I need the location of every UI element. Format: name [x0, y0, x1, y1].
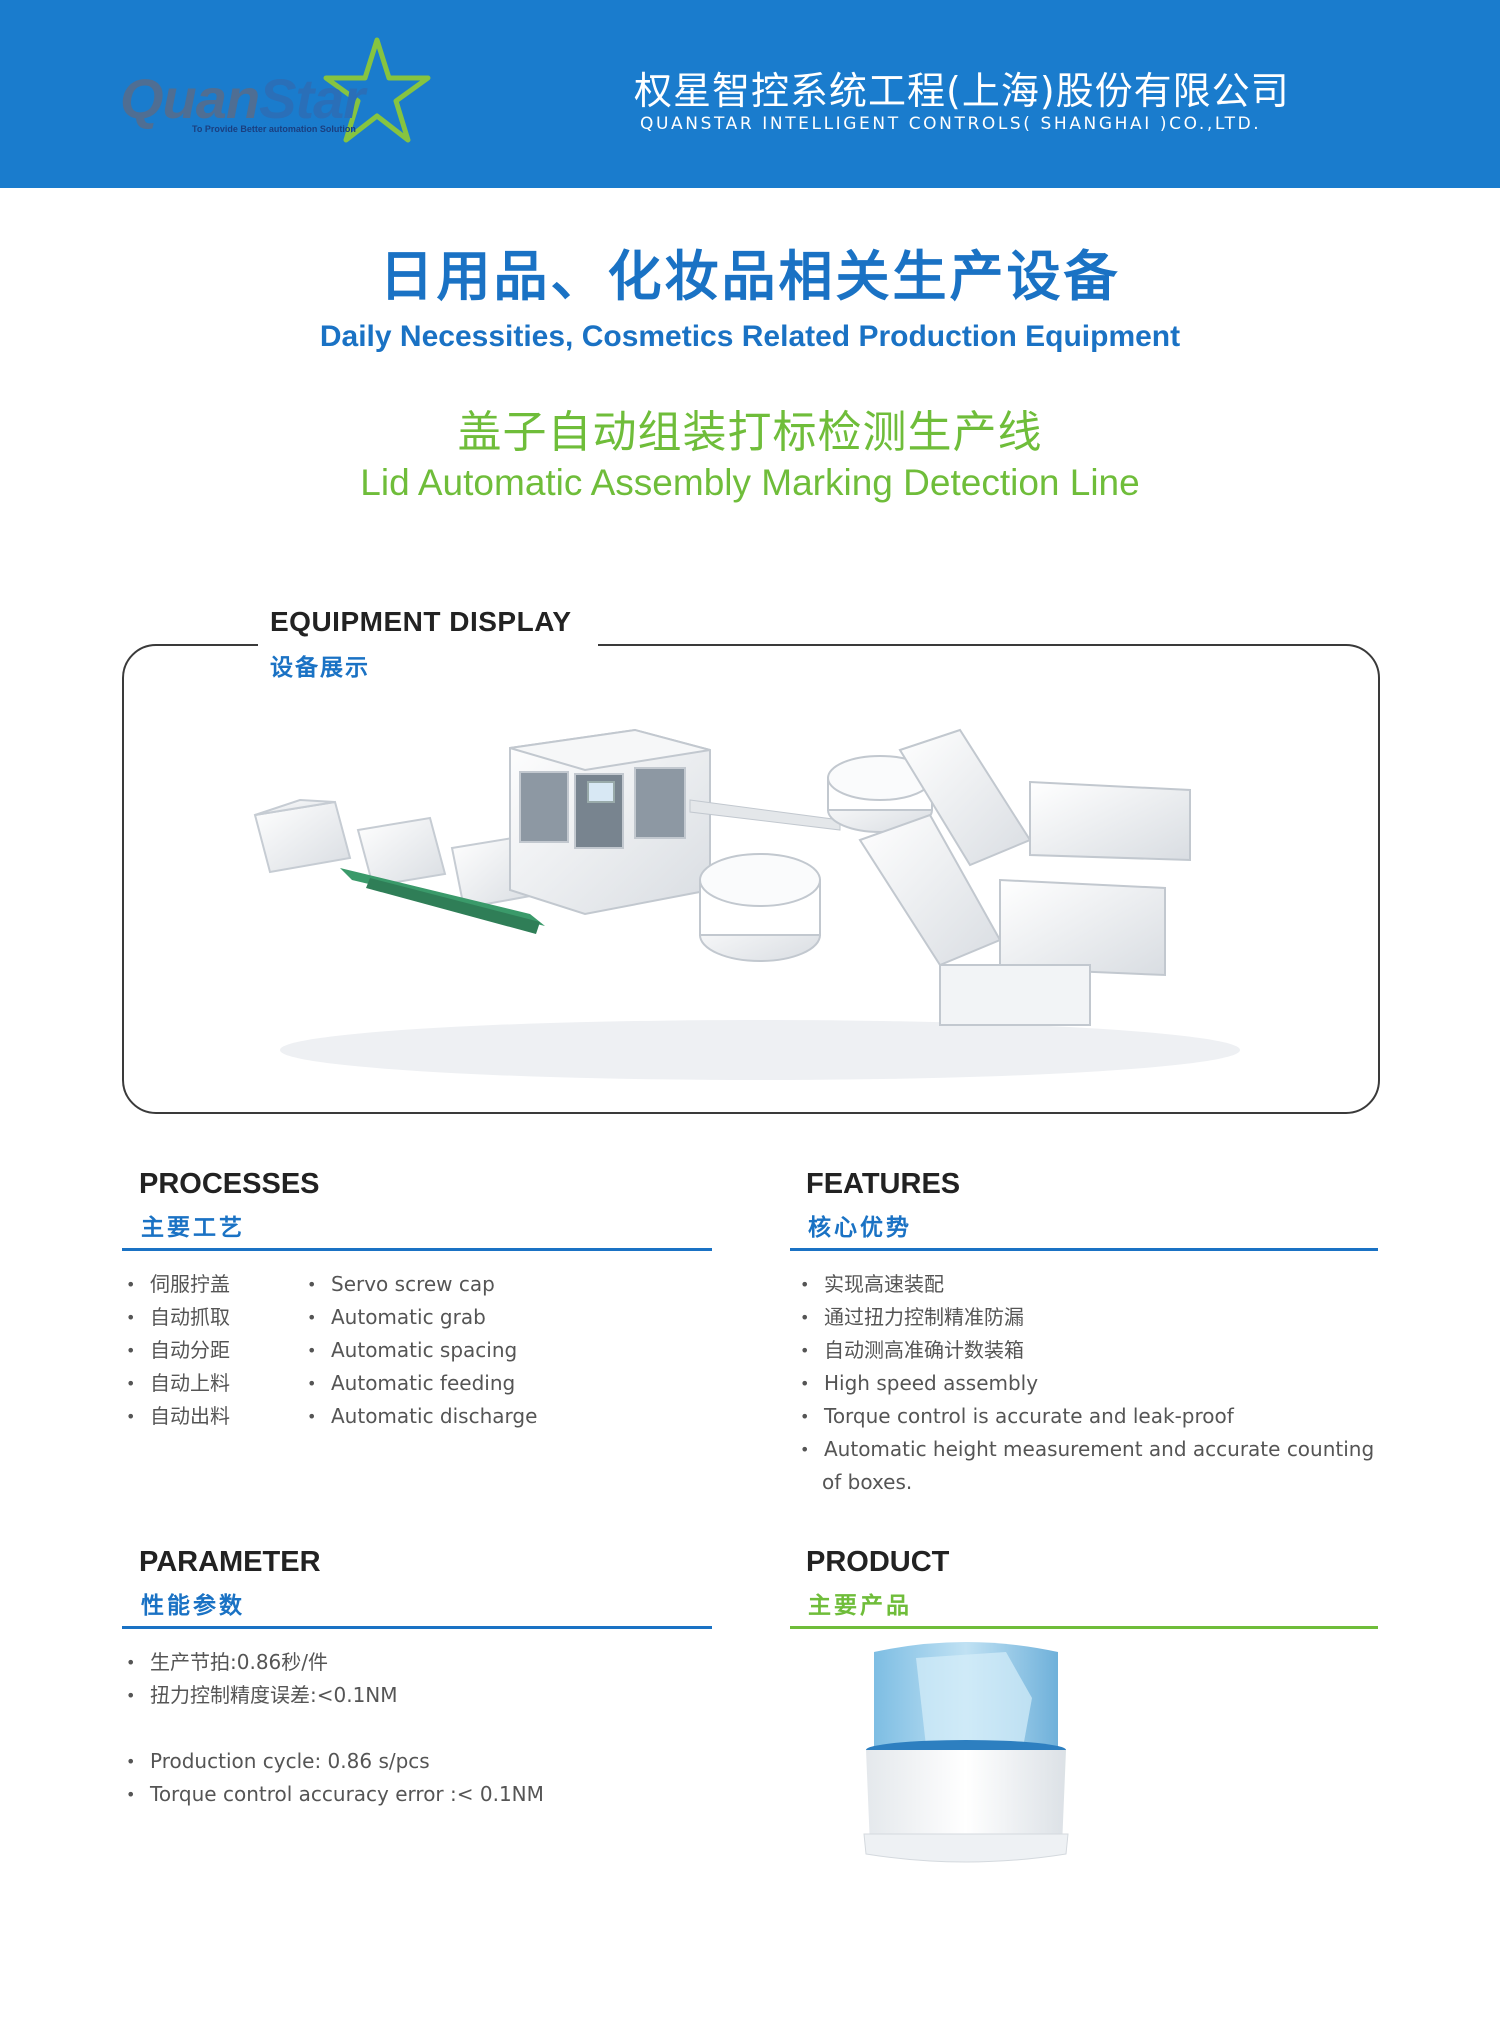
discharge-chute — [858, 728, 1191, 1026]
list-item: 通过扭力控制精准防漏 — [798, 1301, 1374, 1334]
list-item: 生产节拍:0.86秒/件 — [124, 1646, 544, 1679]
list-item: Automatic grab — [305, 1301, 537, 1334]
product-line-title-cn: 盖子自动组装打标检测生产线 — [457, 407, 1043, 458]
parameter-list: 生产节拍:0.86秒/件 扭力控制精度误差:<0.1NM Production … — [124, 1646, 544, 1811]
company-name-cn: 权星智控系统工程(上海)股份有限公司 — [634, 69, 1290, 113]
quanstar-logo: QuanStar To Provide Better automation So… — [112, 36, 432, 146]
equipment-display-title-en: EQUIPMENT DISPLAY — [270, 606, 572, 637]
features-title-en: FEATURES — [806, 1168, 961, 1200]
processes-title-en: PROCESSES — [139, 1168, 320, 1200]
parameter-title-cn: 性能参数 — [141, 1593, 245, 1619]
list-item: Automatic spacing — [305, 1334, 537, 1367]
list-item: 实现高速装配 — [798, 1268, 1374, 1301]
list-item: 自动抓取 — [124, 1301, 230, 1334]
list-item: 自动上料 — [124, 1367, 230, 1400]
processes-list-en: Servo screw cap Automatic grab Automatic… — [305, 1268, 537, 1433]
rotary-table — [699, 755, 933, 962]
list-item: 自动测高准确计数装箱 — [798, 1334, 1374, 1367]
processes-title-cn: 主要工艺 — [141, 1215, 245, 1241]
list-item: Servo screw cap — [305, 1268, 537, 1301]
company-name-en: QUANSTAR INTELLIGENT CONTROLS( SHANGHAI … — [640, 114, 1262, 134]
page-title-cn: 日用品、化妆品相关生产设备 — [379, 244, 1121, 308]
assembly-cabinet — [509, 728, 711, 916]
product-title-en: PRODUCT — [806, 1546, 950, 1578]
logo-star: Star — [259, 67, 365, 130]
list-item: High speed assembly — [798, 1367, 1374, 1400]
equipment-display-label-bg — [258, 600, 598, 680]
features-title-cn: 核心优势 — [808, 1215, 912, 1241]
star-icon — [323, 37, 431, 143]
product-line-title-en: Lid Automatic Assembly Marking Detection… — [360, 462, 1140, 503]
list-item: 伺服拧盖 — [124, 1268, 230, 1301]
parameter-divider — [122, 1626, 712, 1629]
features-divider — [790, 1248, 1378, 1251]
list-item: 自动分距 — [124, 1334, 230, 1367]
list-spacer — [124, 1712, 544, 1745]
logo-quan: Quan — [120, 67, 260, 130]
product-divider — [790, 1626, 1378, 1629]
product-lid-image — [863, 1642, 1069, 1863]
logo-tagline: To Provide Better automation Solution — [192, 124, 356, 134]
page-title-en: Daily Necessities, Cosmetics Related Pro… — [319, 320, 1181, 353]
list-item: 自动出料 — [124, 1400, 230, 1433]
list-item: Torque control is accurate and leak-proo… — [798, 1400, 1374, 1433]
header-banner: QuanStar To Provide Better automation So… — [0, 0, 1500, 188]
production-line-image — [253, 728, 1240, 1080]
features-list: 实现高速装配 通过扭力控制精准防漏 自动测高准确计数装箱 High speed … — [798, 1268, 1374, 1499]
list-item: Automatic discharge — [305, 1400, 537, 1433]
list-item: 扭力控制精度误差:<0.1NM — [124, 1679, 544, 1712]
list-item: Production cycle: 0.86 s/pcs — [124, 1745, 544, 1778]
parameter-title-en: PARAMETER — [139, 1546, 321, 1578]
list-item: Automatic feeding — [305, 1367, 537, 1400]
product-title-cn: 主要产品 — [808, 1593, 912, 1619]
equipment-display-frame — [122, 644, 1380, 1114]
processes-list-cn: 伺服拧盖 自动抓取 自动分距 自动上料 自动出料 — [124, 1268, 230, 1433]
equipment-display-title-cn: 设备展示 — [270, 655, 370, 681]
logo-wordmark: QuanStar — [120, 66, 365, 131]
list-item: Torque control accuracy error :< 0.1NM — [124, 1778, 544, 1811]
list-item: Automatic height measurement and accurat… — [798, 1433, 1374, 1466]
processes-divider — [122, 1248, 712, 1251]
list-item-continuation: of boxes. — [822, 1470, 913, 1494]
